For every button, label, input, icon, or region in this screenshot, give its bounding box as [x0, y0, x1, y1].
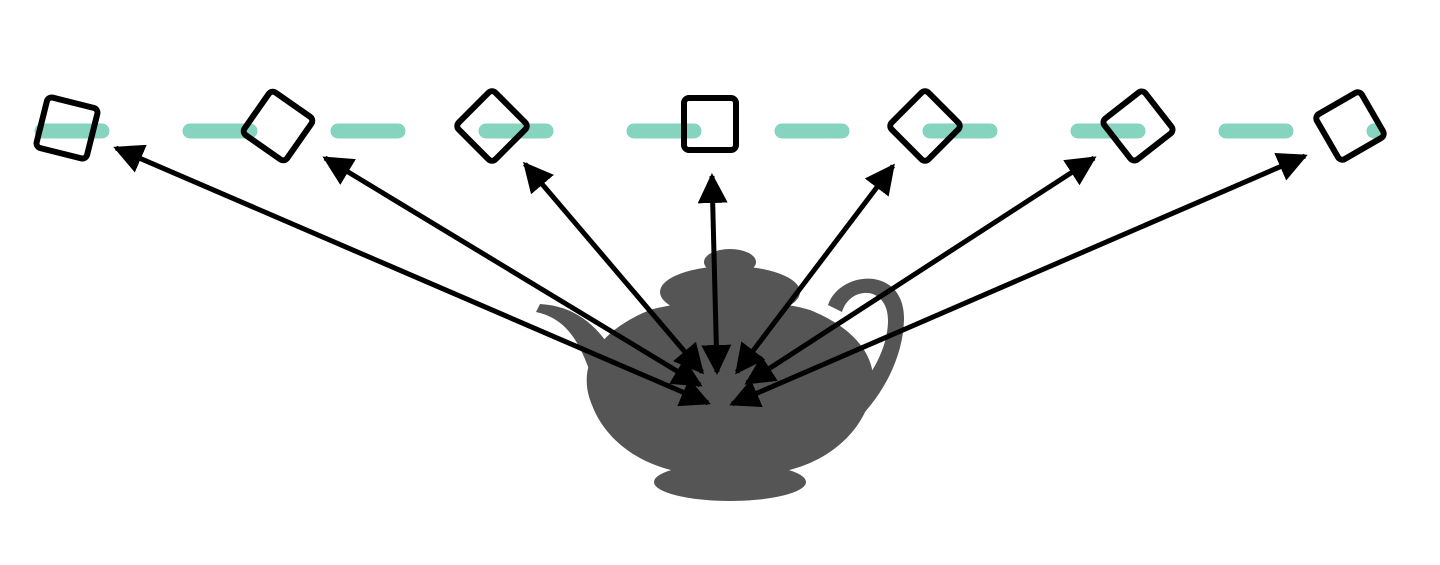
- camera-icon: [33, 94, 101, 162]
- view-arrow: [697, 173, 732, 375]
- camera-frame: [33, 94, 101, 162]
- camera-icon: [1100, 88, 1176, 164]
- camera-icon: [887, 88, 963, 164]
- camera-icon: [454, 88, 530, 164]
- camera-frame: [681, 95, 739, 153]
- view-arrows: [113, 144, 1308, 408]
- camera-frame: [1313, 89, 1387, 163]
- camera-frame: [240, 88, 316, 164]
- view-arrow: [523, 161, 704, 375]
- view-arrow: [729, 152, 1308, 408]
- teapot-icon: [536, 249, 905, 501]
- camera-icon: [240, 88, 316, 164]
- camera-frame: [1100, 88, 1176, 164]
- camera-icon: [1313, 89, 1387, 163]
- camera-frame: [454, 88, 530, 164]
- view-arrow: [322, 155, 703, 388]
- camera-frame: [887, 88, 963, 164]
- camera-icon: [681, 95, 739, 153]
- camera-array: [33, 88, 1387, 164]
